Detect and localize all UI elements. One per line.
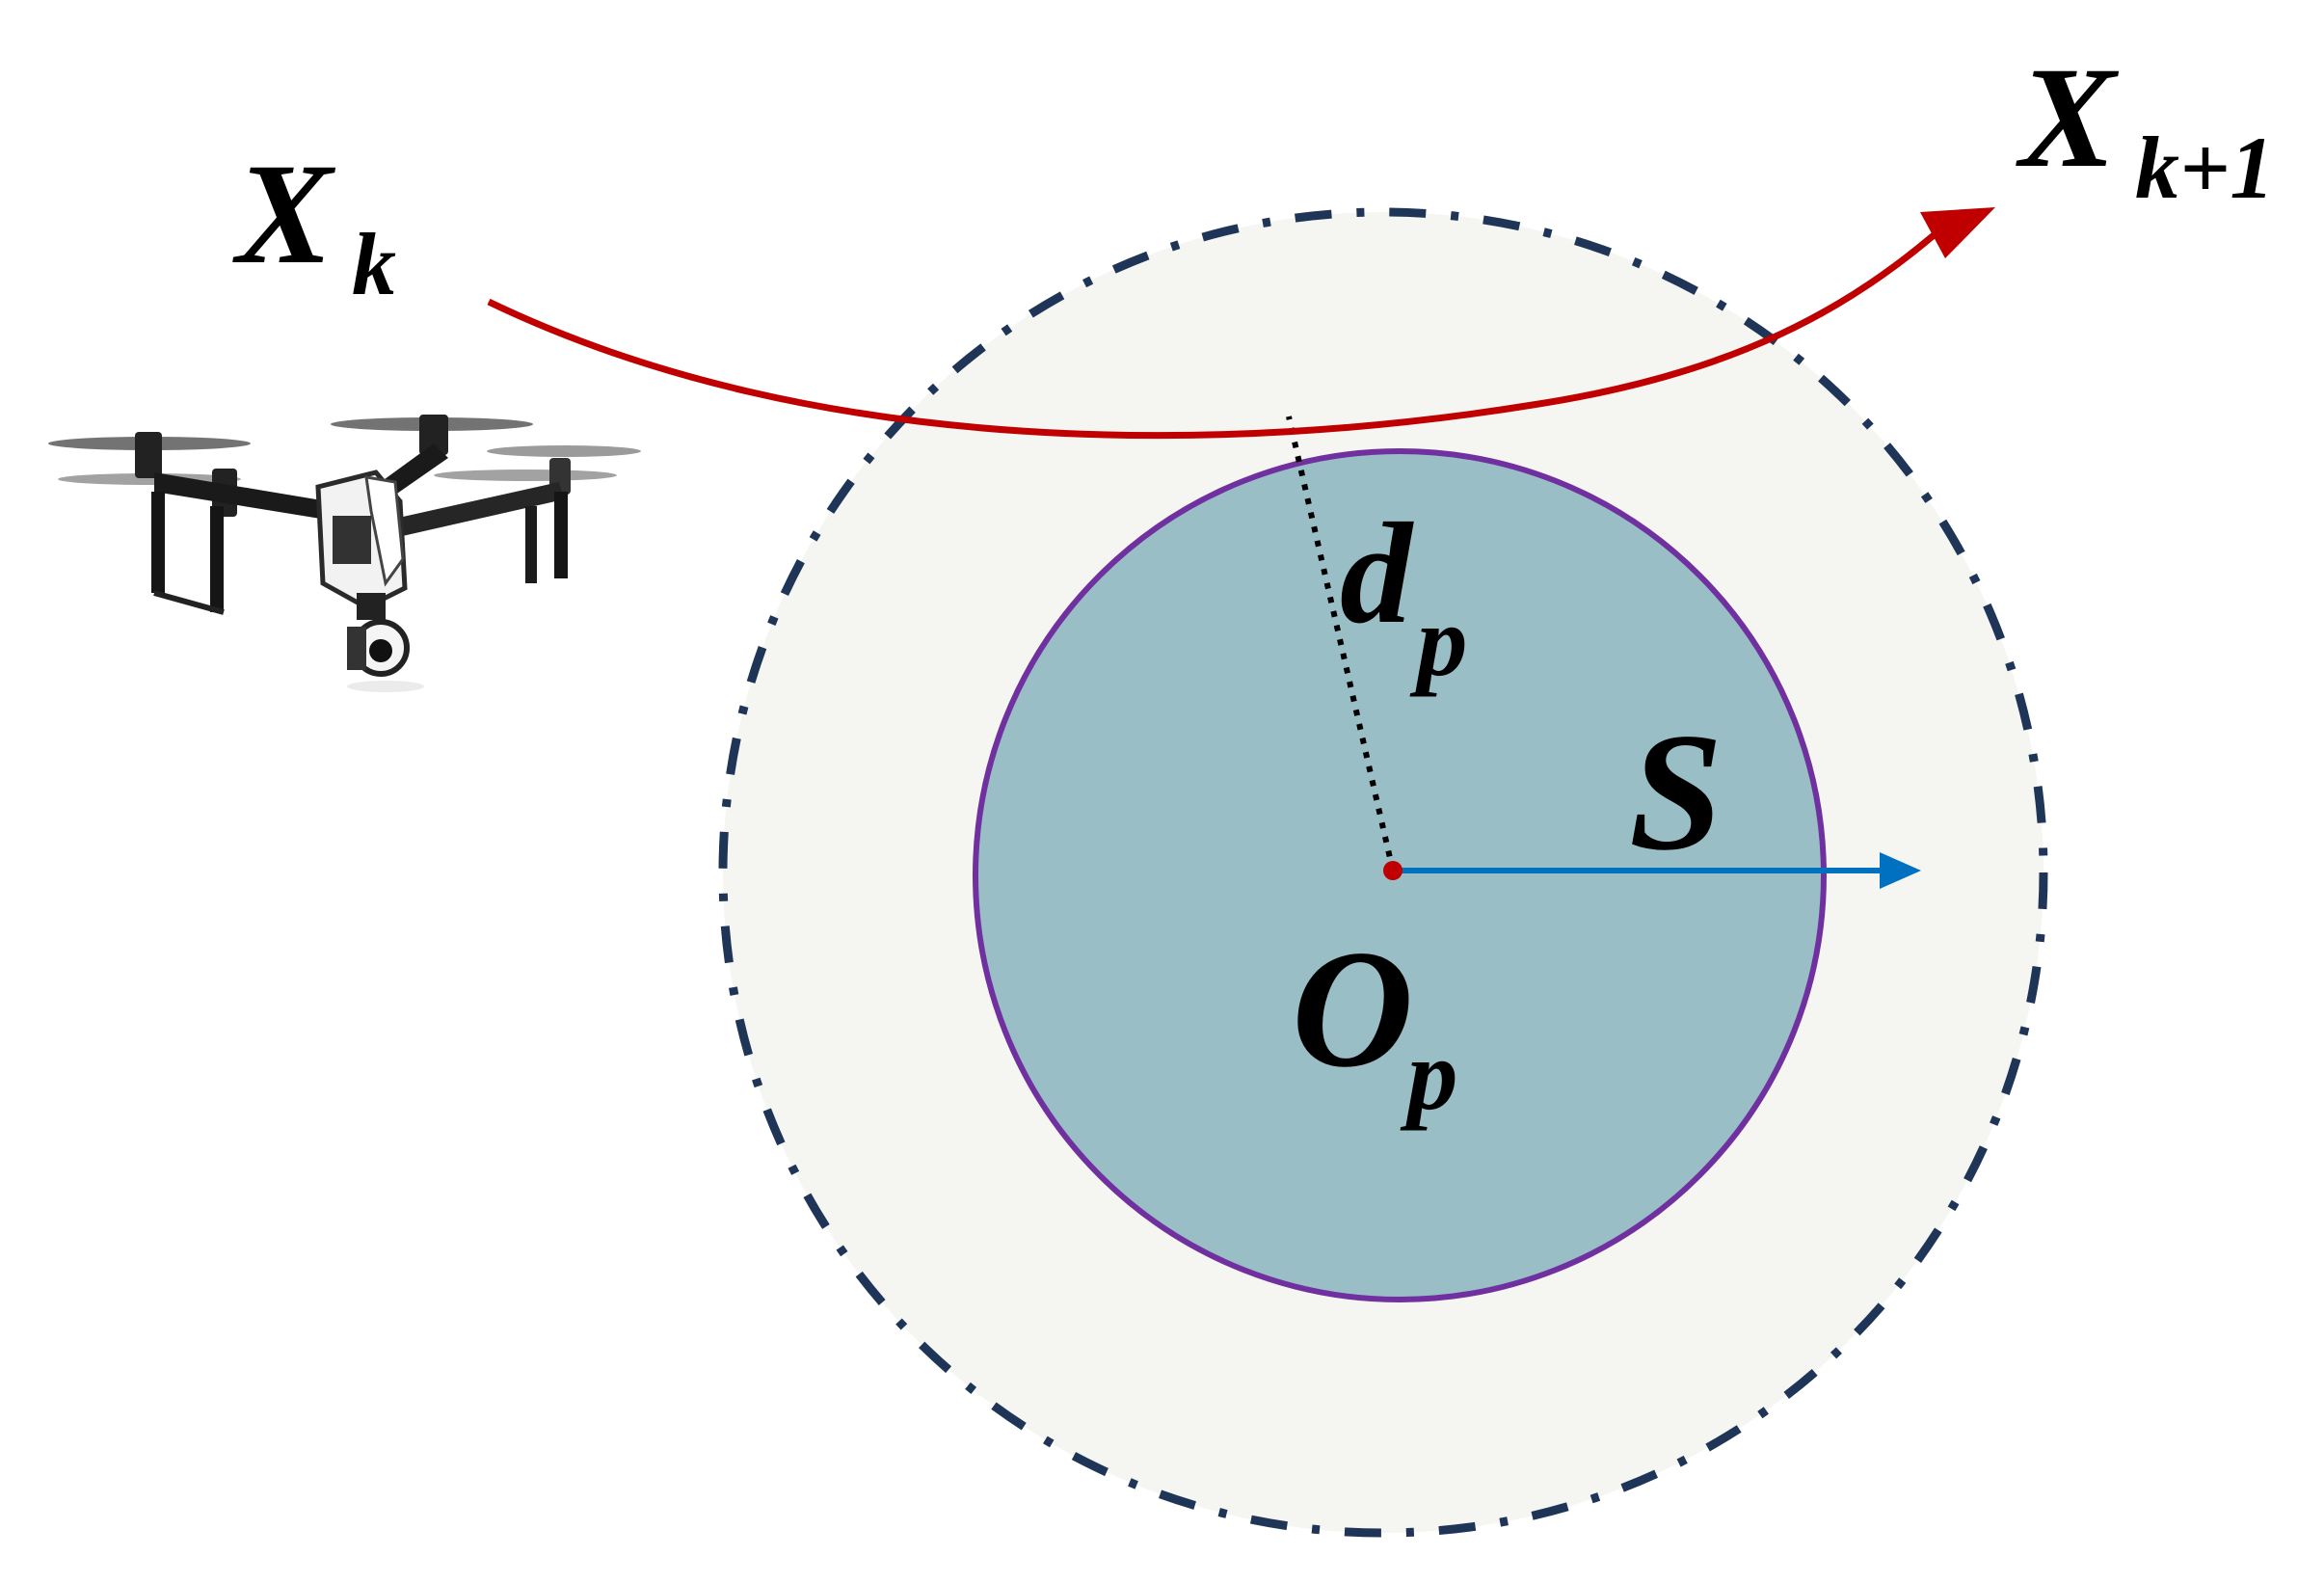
svg-text:X: X: [232, 134, 336, 294]
label-x-k-main: X: [232, 134, 336, 294]
label-o-p-sub: p: [1400, 1018, 1458, 1131]
svg-text:p: p: [1409, 584, 1468, 697]
label-x-k1-sub: k+1: [2135, 119, 2274, 217]
label-d-p-main: d: [1340, 494, 1414, 654]
label-x-k-plus-1: X k+1: [2016, 38, 2274, 217]
label-o-p: O p: [1292, 915, 1458, 1131]
svg-text:X: X: [2016, 38, 2120, 198]
quadcopter-drone-icon: [48, 415, 641, 692]
svg-text:O: O: [1292, 915, 1413, 1102]
distance-line: [1286, 416, 1396, 872]
trajectory-curve: [487, 221, 1950, 440]
svg-text:p: p: [1400, 1018, 1458, 1131]
label-s: S: [1629, 698, 1723, 885]
label-d-p-sub: p: [1409, 584, 1468, 697]
label-x-k: X k: [232, 134, 396, 313]
svg-text:S: S: [1629, 698, 1723, 885]
center-point: [1383, 861, 1402, 880]
label-d-p: d p: [1340, 494, 1468, 697]
svg-text:k: k: [352, 215, 396, 313]
label-o-p-main: O: [1292, 915, 1413, 1102]
svg-text:d: d: [1340, 494, 1414, 654]
label-s-main: S: [1629, 698, 1723, 885]
radius-arrowhead: [1880, 852, 1921, 889]
label-x-k-sub: k: [352, 215, 396, 313]
svg-text:k+1: k+1: [2135, 119, 2274, 217]
trajectory-arrowhead: [1920, 207, 1995, 258]
label-x-k1-main: X: [2016, 38, 2120, 198]
